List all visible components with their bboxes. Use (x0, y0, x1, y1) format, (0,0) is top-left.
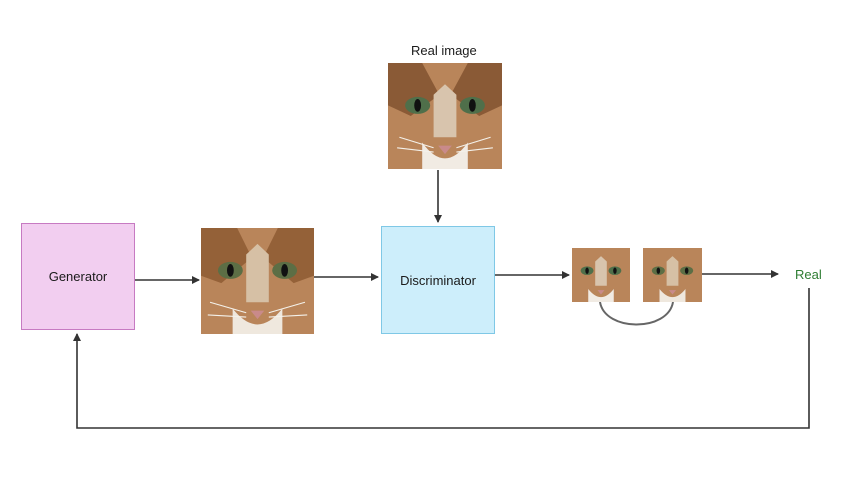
generator-label: Generator (48, 269, 108, 284)
feedback-loop (73, 288, 810, 429)
real-image-label: Real image (411, 43, 477, 58)
comparison-image-right (643, 248, 702, 302)
discriminator-node: Discriminator (381, 226, 495, 334)
real-image (388, 63, 502, 169)
generated-image (201, 228, 314, 334)
output-label: Real (795, 267, 822, 282)
discriminator-label: Discriminator (400, 272, 476, 288)
comparison-arc (599, 301, 674, 326)
comparison-image-left (572, 248, 630, 302)
generator-node: Generator (21, 223, 135, 330)
